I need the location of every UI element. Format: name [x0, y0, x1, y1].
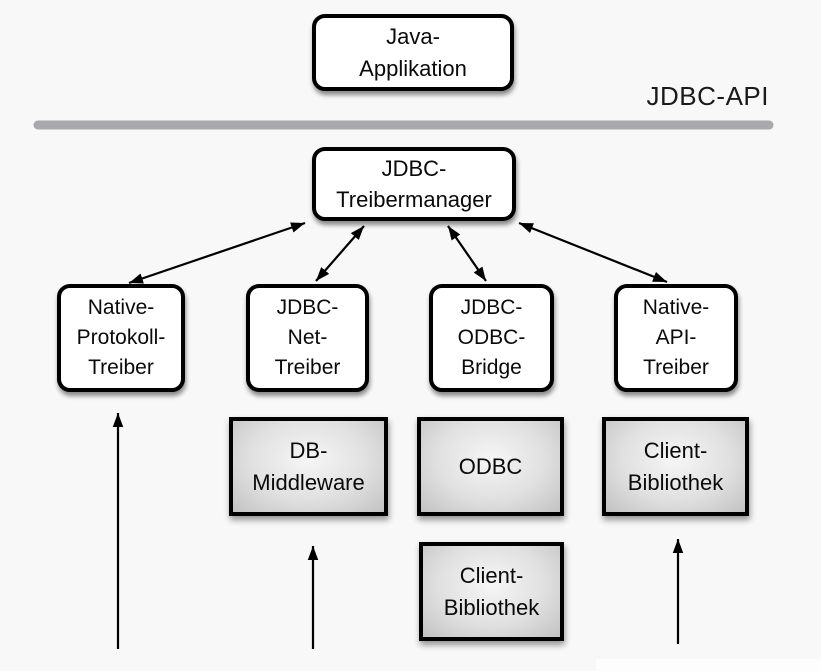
- node-odbc: ODBC: [417, 417, 564, 516]
- node-jdbc-odbc-bridge: JDBC- ODBC- Bridge: [429, 284, 554, 392]
- node-client-bibliothek-right: Client- Bibliothek: [602, 417, 749, 516]
- arrow-manager-native-api: [518, 221, 668, 284]
- node-db-middleware: DB- Middleware: [229, 417, 388, 516]
- node-jdbc-net-treiber: JDBC- Net- Treiber: [246, 284, 369, 392]
- node-native-api-treiber: Native- API- Treiber: [614, 284, 738, 392]
- node-native-protokoll-treiber: Native- Protokoll- Treiber: [57, 284, 185, 392]
- cropped-box-edge: [596, 659, 821, 671]
- node-jdbc-treibermanager: JDBC- Treibermanager: [312, 147, 516, 221]
- jdbc-api-label: JDBC-API: [646, 81, 769, 111]
- arrow-manager-jdbc-net: [315, 225, 365, 282]
- arrow-manager-native-protokoll: [128, 221, 306, 285]
- arrow-manager-jdbc-odbc: [447, 225, 487, 282]
- node-client-bibliothek-bottom: Client- Bibliothek: [419, 542, 564, 641]
- node-java-applikation: Java- Applikation: [312, 14, 514, 91]
